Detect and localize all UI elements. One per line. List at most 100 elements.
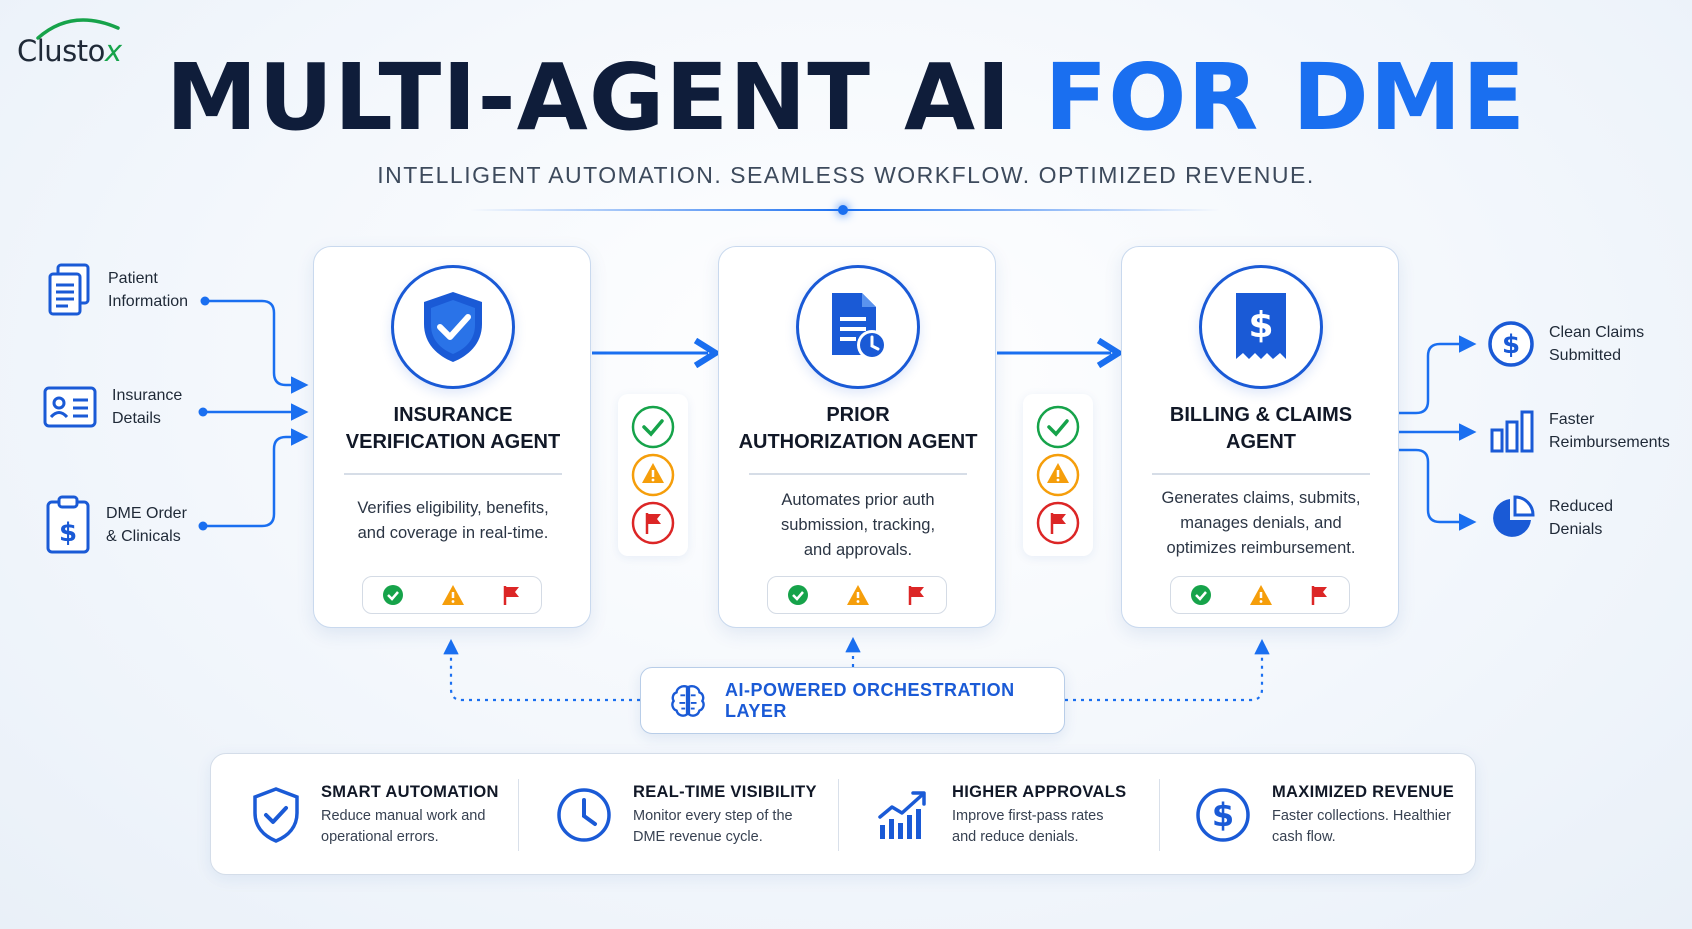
agent-title: INSURANCE VERIFICATION AGENT [345,404,561,453]
output-label-line1: Faster [1549,411,1595,428]
pie-chart-icon [1493,495,1535,537]
input-dme-order: $ DME Order & Clinicals [44,494,187,556]
agent-card-prior-authorization[interactable]: PRIOR AUTHORIZATION AGENT Automates prio… [718,246,996,628]
agent-icon-badge [391,265,515,389]
agent-icon-badge [796,265,920,389]
flag-icon [909,586,925,605]
flag-icon [1036,501,1080,545]
output-clean-claims: $ Clean Claims Submitted [1487,320,1644,368]
input-label-line2: & Clinicals [106,528,181,545]
output-label-line1: Clean Claims [1549,324,1645,341]
dollar-circle-icon: $ [1196,788,1250,842]
input-label-line2: Details [112,410,161,427]
clustox-logo: Clustox [14,14,144,74]
benefit-title: REAL-TIME VISIBILITY [633,782,817,801]
shield-check-icon [253,787,299,843]
input-label-line1: Insurance [112,387,183,404]
svg-text:$: $ [1502,330,1520,360]
agent-card-billing-claims[interactable]: $ BILLING & CLAIMS AGENT Generates claim… [1121,246,1399,628]
agent-title: PRIOR AUTHORIZATION AGENT [738,404,978,453]
title-primary: MULTI-AGENT AI [165,44,1012,151]
input-connectors [198,296,309,531]
benefit-smart-automation: SMART AUTOMATION Reduce manual work and … [251,778,499,852]
check-circle-icon [787,585,808,605]
output-label-line2: Denials [1549,521,1603,538]
logo-swoosh-icon [36,18,120,40]
agent-status-pill [767,576,947,614]
warning-icon [1249,585,1272,605]
shield-check-icon [424,292,482,362]
bar-chart-icon [1490,410,1534,453]
clipboard-dollar-icon: $ [46,495,90,554]
benefit-description: Reduce manual work and operational error… [321,807,486,845]
page-title: MULTI-AGENT AI FOR DME [0,44,1692,151]
benefit-title: HIGHER APPROVALS [952,782,1127,801]
svg-text:$: $ [59,518,77,548]
benefit-maximized-revenue: $ MAXIMIZED REVENUE Faster collections. … [1194,778,1454,852]
check-circle-icon [1036,405,1080,449]
input-insurance-details: Insurance Details [42,384,182,430]
clock-icon [557,788,611,842]
agent-description: Automates prior auth submission, trackin… [780,491,936,559]
trend-chart-icon [878,791,926,839]
id-card-icon [43,386,97,428]
output-label-line2: Reimbursements [1549,434,1670,451]
svg-text:$: $ [1248,305,1273,346]
agent-title: BILLING & CLAIMS AGENT [1169,404,1353,453]
benefits-panel: SMART AUTOMATION Reduce manual work and … [210,753,1476,875]
benefit-description: Monitor every step of the DME revenue cy… [633,807,793,845]
warning-icon [846,585,869,605]
benefit-divider [838,779,839,851]
input-label-line2: Information [108,293,189,310]
benefit-description: Faster collections. Healthier cash flow. [1272,807,1451,845]
output-connectors [1399,335,1477,531]
agent-divider [1152,473,1370,475]
output-label-line1: Reduced [1549,498,1614,515]
flag-icon [504,586,520,605]
benefit-title: SMART AUTOMATION [321,782,499,801]
flag-icon [631,501,675,545]
input-label-line1: DME Order [106,505,187,522]
output-faster-reimbursements: Faster Reimbursements [1489,408,1670,454]
agent-icon-badge: $ [1199,265,1323,389]
receipt-dollar-icon: $ [1236,293,1286,359]
benefit-real-time-visibility: REAL-TIME VISIBILITY Monitor every step … [555,778,817,852]
orchestration-layer[interactable]: AI-POWERED ORCHESTRATION LAYER [640,667,1065,734]
agent-description: Generates claims, submits, manages denia… [1161,489,1361,557]
title-divider-dot [838,205,848,215]
benefit-title: MAXIMIZED REVENUE [1272,782,1455,801]
benefit-description: Improve first-pass rates and reduce deni… [952,807,1104,845]
logo-wordmark: Clustox [17,34,122,68]
input-label-line1: Patient [108,270,158,287]
title-accent: FOR DME [1044,44,1527,151]
benefit-higher-approvals: HIGHER APPROVALS Improve first-pass rate… [876,778,1126,852]
agent-description: Verifies eligibility, benefits, and cove… [357,499,549,542]
agent-status-pill [362,576,542,614]
flag-icon [1312,586,1328,605]
agent-divider [749,473,967,475]
benefit-divider [1159,779,1160,851]
input-patient-information: Patient Information [46,262,188,318]
page-subtitle: INTELLIGENT AUTOMATION. SEAMLESS WORKFLO… [377,162,1315,188]
check-circle-icon [382,585,403,605]
document-clock-icon [832,293,887,360]
warning-icon [631,453,675,497]
status-indicator-column [618,394,688,556]
warning-icon [1036,453,1080,497]
dollar-circle-icon: $ [1488,321,1534,367]
warning-icon [441,585,464,605]
brain-icon [671,684,705,717]
output-label-line2: Submitted [1549,347,1622,364]
agent-divider [344,473,562,475]
svg-text:$: $ [1212,796,1234,834]
agent-card-insurance-verification[interactable]: INSURANCE VERIFICATION AGENT Verifies el… [313,246,591,628]
orchestration-connectors [443,636,1270,702]
output-reduced-denials: Reduced Denials [1489,495,1613,541]
orchestration-label: AI-POWERED ORCHESTRATION LAYER [724,679,1015,721]
agent-status-pill [1170,576,1350,614]
benefit-divider [518,779,519,851]
check-circle-icon [631,405,675,449]
check-circle-icon [1190,585,1211,605]
document-stack-icon [48,263,90,316]
